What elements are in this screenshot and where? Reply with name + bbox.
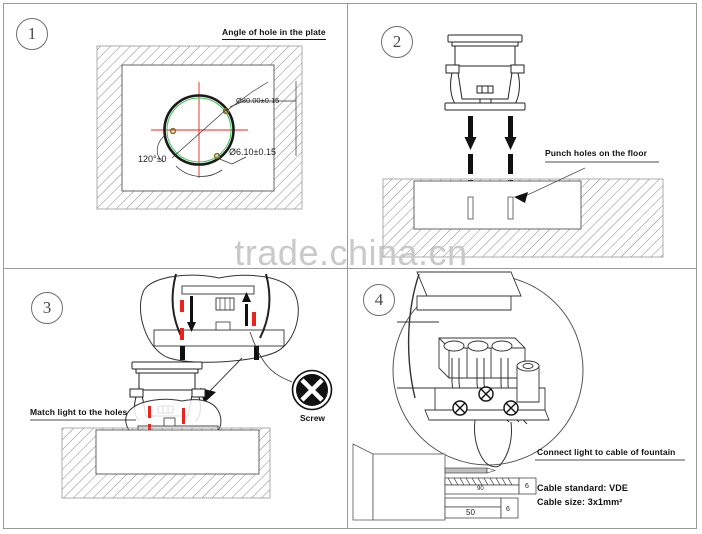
step-number-badge-3: 3 [31,292,63,324]
mounting-holes [169,107,230,160]
plate-outline [121,64,275,192]
wire-screw-markers [452,386,519,416]
step-number-badge-2: 2 [381,26,413,58]
label-connect-light: Connect light to cable of fountain [537,447,676,457]
screw-leader [249,331,293,383]
dimension-jacket-end: 6 [506,506,510,513]
drilled-hole-right [507,196,514,220]
leader-angle [156,135,165,163]
cable-detail-drawing [352,443,537,521]
panel-step-1: 1 [4,4,347,268]
floor-slab-outline [95,429,260,475]
drilled-hole-left [467,196,474,220]
label-match-light: Match light to the holes [30,407,128,417]
dimension-strip-length: 90 [477,486,484,492]
horizontal-divider [3,268,697,269]
panel-1-drawing [4,4,347,268]
callout-arrowhead [514,192,528,203]
step-number-badge-1: 1 [16,18,48,50]
label-angle-of-hole: Angle of hole in the plate [222,27,326,40]
dimension-angle: 120°±0 [138,154,167,164]
vertical-divider [347,3,348,529]
panel-step-3: 3 [4,270,347,530]
leader-hole-diameter [216,156,247,165]
label-cable-standard: Cable standard: VDE [537,483,628,493]
dimension-strip-end: 6 [525,483,529,490]
zoom-pointer-line [208,357,243,393]
leader-outer-diameter [229,100,296,108]
diameter-leader [171,107,229,159]
hole-outer-ring [163,94,235,166]
dimension-hole-diameter: Ø6.10±0.15 [229,147,276,157]
label-screw-caption: Screw [300,413,326,423]
floor-slab-outline [413,180,582,230]
magnified-detail-top [140,273,299,363]
diagram-frame [3,3,697,529]
dimension-outer-diameter: Ø80.00±0.15 [236,96,280,105]
angle-arc [175,165,223,177]
panel-step-4: 4 [349,270,697,530]
label-punch-holes: Punch holes on the floor [545,148,648,158]
step-number-badge-4: 4 [363,284,395,316]
panel-2-drawing [349,4,697,268]
pitch-circle [166,97,232,163]
panel-3-drawing [4,270,347,530]
label-cable-size: Cable size: 3x1mm² [537,497,623,507]
callout-leader [520,167,586,199]
panel-step-2: 2 [349,4,697,268]
dimension-jacket-length: 50 [466,508,475,517]
screw-icon [291,369,333,411]
light-fixture [444,34,526,111]
panel-4-drawing [349,270,697,530]
